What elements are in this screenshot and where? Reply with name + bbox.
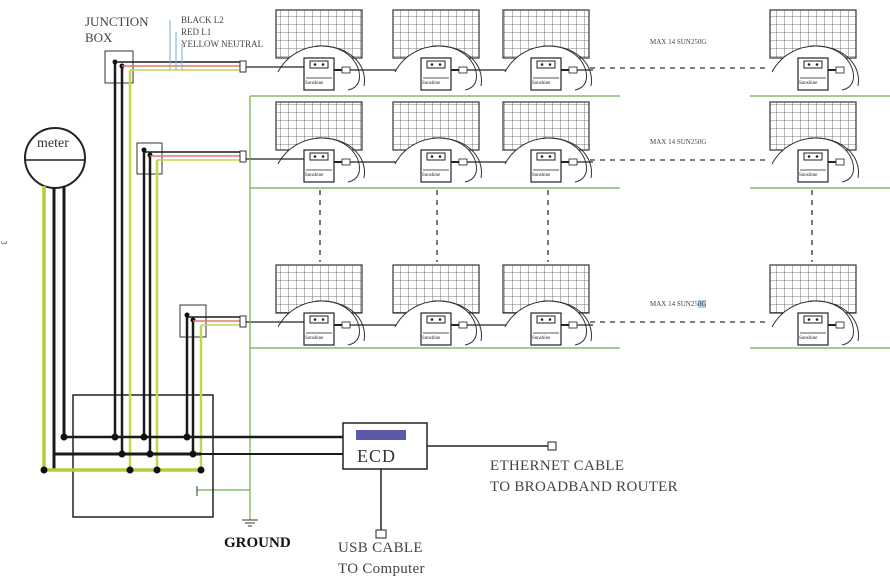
inverter-brand-label: Sunshine (799, 173, 818, 178)
solar-module (246, 9, 421, 91)
inverter-brand-label: Sunshine (422, 173, 441, 178)
usb-label-line2: TO Computer (338, 561, 425, 577)
inverter-brand-label: Sunshine (305, 81, 324, 86)
row1-max-label: MAX 14 SUN250G (650, 38, 707, 46)
ethernet-label-line1: ETHERNET CABLE (490, 458, 625, 474)
wire-label-black: BLACK L2 (181, 15, 224, 25)
row3-max-highlight: 0G (697, 300, 707, 308)
wire-label-yellow: YELLOW NEUTRAL (181, 39, 264, 49)
wire-label-red: RED L1 (181, 27, 212, 37)
page-number: 3 (0, 240, 9, 245)
ethernet-label-line2: TO BROADBAND ROUTER (490, 479, 678, 495)
junction-box-label-line1: JUNCTION (85, 14, 149, 29)
usb-label-line1: USB CABLE (338, 540, 423, 556)
solar-module (769, 264, 859, 346)
solar-module (769, 101, 859, 183)
row3-max-label: MAX 14 SUN250G (650, 300, 707, 308)
inverter-brand-label: Sunshine (305, 336, 324, 341)
inverter-brand-label: Sunshine (305, 173, 324, 178)
solar-module (769, 9, 859, 91)
ecd-label: ECD (357, 446, 396, 466)
inverter-brand-label: Sunshine (799, 81, 818, 86)
solar-module (246, 264, 421, 346)
row3-max-text: MAX 14 SUN25 (650, 300, 698, 308)
inverter-brand-label: Sunshine (532, 336, 551, 341)
inverter-brand-label: Sunshine (422, 336, 441, 341)
solar-module (392, 9, 531, 91)
inverter-brand-label: Sunshine (422, 81, 441, 86)
solar-module (502, 264, 593, 346)
inverter-brand-label: Sunshine (532, 81, 551, 86)
junction-box-label-line2: BOX (85, 30, 113, 45)
row2-max-label: MAX 14 SUN250G (650, 138, 707, 146)
solar-module (246, 101, 421, 183)
inverter-brand-label: Sunshine (532, 173, 551, 178)
solar-module (502, 101, 593, 183)
ground-label: GROUND (224, 535, 291, 551)
solar-module (392, 101, 531, 183)
inverter-brand-label: Sunshine (799, 336, 818, 341)
solar-module (392, 264, 531, 346)
solar-module (502, 9, 593, 91)
meter-label: meter (37, 136, 69, 151)
